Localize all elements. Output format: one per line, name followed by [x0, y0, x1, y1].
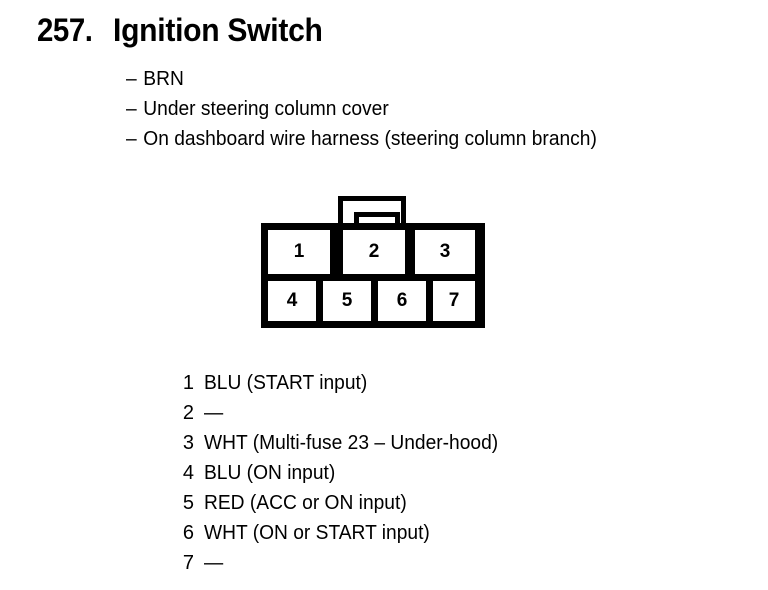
dash-marker-icon: –	[126, 98, 137, 120]
pin-description: RED (ACC or ON input)	[204, 492, 407, 514]
pin-description: WHT (Multi-fuse 23 – Under-hood)	[204, 432, 499, 454]
connector-cavity-1: 1	[268, 230, 330, 274]
connector-cavity-6: 6	[378, 281, 426, 321]
pin-legend-row: 4 BLU (ON input)	[176, 458, 510, 488]
pin-description: BLU (START input)	[204, 372, 368, 394]
connector-cavity-3: 3	[415, 230, 475, 274]
descriptor-list: – BRN – Under steering column cover – On…	[126, 64, 616, 154]
connector-cavity-2: 2	[343, 230, 405, 274]
pin-number: 2	[182, 402, 194, 424]
pin-description: BLU (ON input)	[204, 462, 336, 484]
pin-number: 7	[182, 552, 194, 574]
pin-legend-row: 7 —	[176, 548, 510, 578]
descriptor-text: On dashboard wire harness (steering colu…	[143, 128, 597, 150]
connector-cavity-4: 4	[268, 281, 316, 321]
dash-marker-icon: –	[126, 128, 137, 150]
pin-legend-row: 5 RED (ACC or ON input)	[176, 488, 510, 518]
dash-marker-icon: –	[126, 68, 137, 90]
pin-number: 4	[182, 462, 194, 484]
pin-number: 6	[182, 522, 194, 544]
descriptor-item: – BRN	[126, 64, 597, 94]
pin-legend-row: 6 WHT (ON or START input)	[176, 518, 510, 548]
descriptor-item: – On dashboard wire harness (steering co…	[126, 124, 597, 154]
connector-latch-inner-icon	[354, 212, 400, 230]
pin-description: WHT (ON or START input)	[204, 522, 430, 544]
descriptor-text: Under steering column cover	[143, 98, 389, 120]
connector-latch-tab-icon	[338, 196, 406, 230]
descriptor-text: BRN	[143, 68, 184, 90]
pin-number: 3	[182, 432, 194, 454]
component-title: Ignition Switch	[113, 12, 323, 48]
connector-cavity-5: 5	[323, 281, 371, 321]
descriptor-item: – Under steering column cover	[126, 94, 597, 124]
pin-number: 1	[182, 372, 194, 394]
pin-legend-row: 3 WHT (Multi-fuse 23 – Under-hood)	[176, 428, 510, 458]
reference-number: 257.	[37, 12, 93, 48]
pin-legend-row: 2 —	[176, 398, 510, 428]
pin-legend: 1 BLU (START input) 2 — 3 WHT (Multi-fus…	[176, 368, 510, 578]
connector-diagram: 1 2 3 4 5 6 7	[261, 196, 485, 328]
pin-number: 5	[182, 492, 194, 514]
connector-body: 1 2 3 4 5 6 7	[261, 223, 485, 328]
connector-cavity-7: 7	[433, 281, 475, 321]
pin-description: —	[204, 552, 224, 574]
pin-legend-row: 1 BLU (START input)	[176, 368, 510, 398]
pin-description: —	[204, 402, 224, 424]
page-title: 257. Ignition Switch	[37, 12, 336, 49]
